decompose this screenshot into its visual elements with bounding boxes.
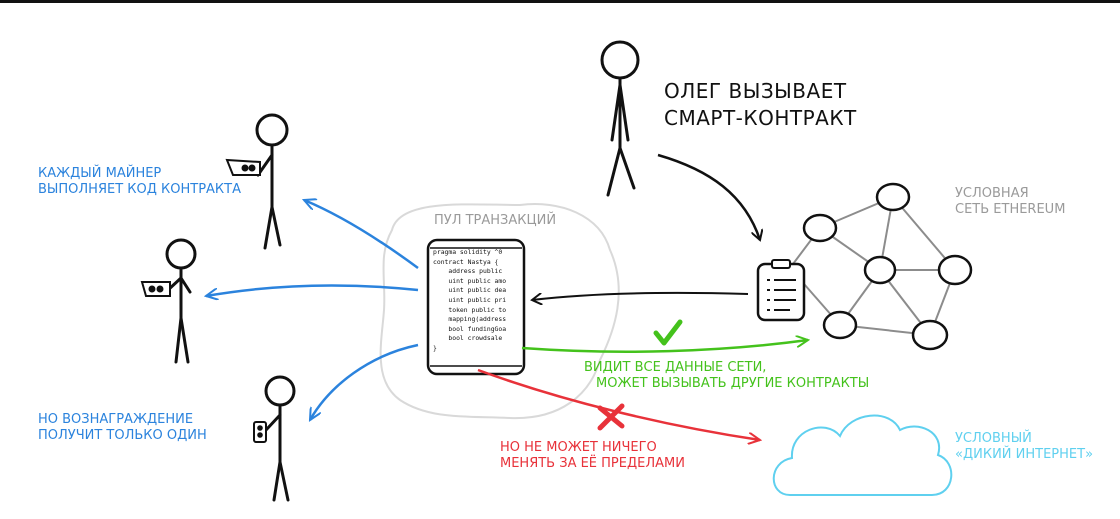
code-line: uint public amo (433, 276, 507, 285)
code-line: pragma solidity ^0 (433, 248, 503, 256)
contract-code: pragma solidity ^0 contract Nastya { add… (433, 248, 521, 370)
network-node (911, 319, 949, 351)
reward-caption-line1: НО ВОЗНАГРАЖДЕНИЕ (38, 412, 194, 427)
sees-caption: ВИДИТ ВСЕ ДАННЫЕ СЕТИ, МОЖЕТ ВЫЗЫВАТЬ ДР… (584, 360, 869, 393)
arrow-contract-to-internet (477, 368, 760, 440)
miners-caption-line1: КАЖДЫЙ МАЙНЕР (38, 166, 162, 181)
code-line: token public to (433, 305, 507, 314)
sees-caption-line2: МОЖЕТ ВЫЗЫВАТЬ ДРУГИЕ КОНТРАКТЫ (596, 376, 870, 392)
miner-figure-top (250, 113, 289, 250)
cross-mark-icon (597, 403, 625, 431)
pool-caption: ПУЛ ТРАНЗАКЦИЙ (434, 213, 557, 228)
code-line: } (433, 343, 437, 352)
code-line: bool fundingGoa (433, 324, 507, 333)
network-caption-line2: СЕТЬ ETHEREUM (955, 202, 1066, 218)
miner-figure-bottom (264, 375, 296, 502)
network-caption: УСЛОВНАЯ СЕТЬ ETHEREUM (955, 186, 1065, 219)
cloud-icon (772, 414, 953, 496)
arrow-contract-to-network (521, 340, 808, 353)
arrow-pool-to-miner-middle (206, 284, 419, 296)
network-caption-line1: УСЛОВНАЯ (955, 186, 1029, 201)
network-node (875, 182, 911, 212)
code-line: bool crowdsale (433, 334, 503, 343)
code-line: contract Nastya { (433, 257, 499, 266)
miners-caption-line2: ВЫПОЛНЯЕТ КОД КОНТРАКТА (38, 182, 241, 198)
contract-document-icon (756, 259, 806, 322)
top-border (0, 0, 1120, 3)
miners-caption: КАЖДЫЙ МАЙНЕР ВЫПОЛНЯЕТ КОД КОНТРАКТА (38, 166, 241, 199)
laptop-icon (225, 158, 261, 176)
arrow-pool-to-miner-bottom (310, 343, 419, 420)
code-line: address public (433, 267, 503, 276)
oleg-caption-line1: ОЛЕГ ВЫЗЫВАЕТ (664, 79, 847, 103)
network-node (863, 255, 897, 285)
cannot-caption: НО НЕ МОЖЕТ НИЧЕГО МЕНЯТЬ ЗА ЕЁ ПРЕДЕЛАМ… (500, 440, 685, 473)
check-mark-icon (653, 319, 683, 346)
internet-caption: УСЛОВНЫЙ «ДИКИЙ ИНТЕРНЕТ» (955, 431, 1093, 464)
network-node (937, 254, 973, 286)
sees-caption-line1: ВИДИТ ВСЕ ДАННЫЕ СЕТИ, (584, 360, 767, 375)
network-node (822, 310, 858, 340)
code-line: mapping(address (433, 315, 507, 324)
arrow-network-to-pool (532, 291, 749, 300)
oleg-caption: ОЛЕГ ВЫЗЫВАЕТ СМАРТ-КОНТРАКТ (664, 78, 857, 132)
laptop-icon (140, 281, 171, 297)
cannot-caption-line1: НО НЕ МОЖЕТ НИЧЕГО (500, 440, 657, 455)
oleg-figure (600, 40, 640, 197)
internet-caption-line1: УСЛОВНЫЙ (955, 431, 1032, 446)
code-line: uint public pri (433, 295, 507, 304)
oleg-caption-line2: СМАРТ-КОНТРАКТ (664, 106, 857, 130)
network-nodes (802, 182, 973, 351)
internet-caption-line2: «ДИКИЙ ИНТЕРНЕТ» (955, 447, 1094, 463)
arrow-oleg-to-contract (657, 153, 760, 240)
network-node (802, 213, 838, 243)
reward-caption: НО ВОЗНАГРАЖДЕНИЕ ПОЛУЧИТ ТОЛЬКО ОДИН (38, 412, 207, 445)
cannot-caption-line2: МЕНЯТЬ ЗА ЕЁ ПРЕДЕЛАМИ (500, 456, 685, 472)
miner-figure-middle (165, 238, 197, 364)
arrow-pool-to-miner-top (304, 200, 419, 270)
phone-icon (253, 421, 267, 443)
transaction-pool-outline (379, 203, 620, 420)
reward-caption-line2: ПОЛУЧИТ ТОЛЬКО ОДИН (38, 428, 207, 444)
contract-phone (426, 238, 526, 376)
code-line: uint public dea (433, 286, 507, 295)
